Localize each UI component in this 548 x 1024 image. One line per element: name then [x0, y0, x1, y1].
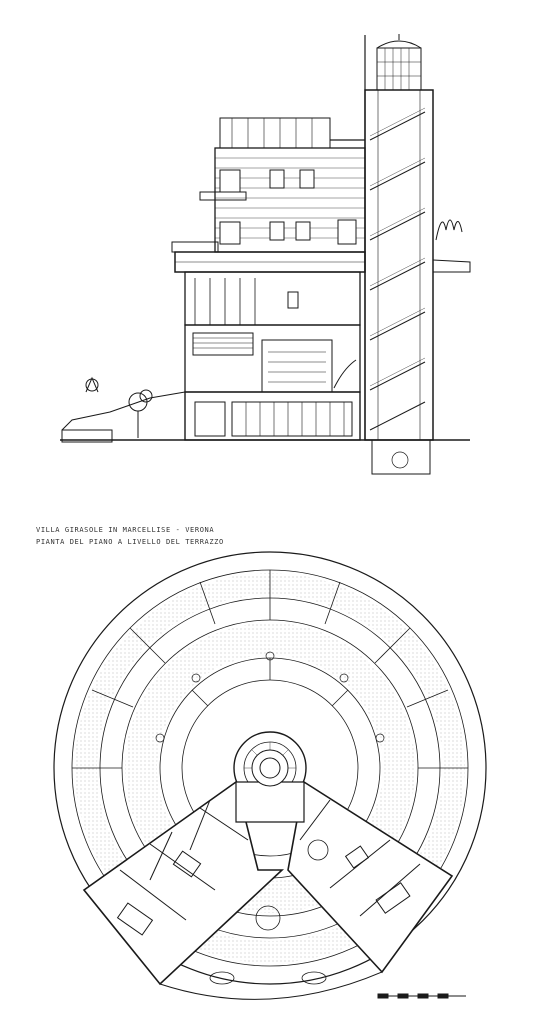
- lantern-dome: [376, 40, 422, 49]
- plan-drawing: VILLA GIRASOLE IN MARCELLISE - VERONA PI…: [0, 500, 548, 1024]
- top-window-1: [219, 169, 241, 193]
- right-terrace: [432, 259, 471, 273]
- top-window-7: [337, 219, 357, 245]
- plan-caption-title: VILLA GIRASOLE IN MARCELLISE - VERONA: [36, 526, 215, 534]
- top-window-3: [299, 169, 315, 189]
- central-hall: [235, 781, 305, 823]
- section-drawing: [0, 0, 548, 500]
- tower-lantern: [376, 47, 422, 91]
- middle-stair-box: [192, 332, 254, 356]
- plan-svg: [53, 551, 487, 1000]
- upper-floor: [184, 271, 361, 326]
- plan-caption-subtitle: PIANTA DEL PIANO A LIVELLO DEL TERRAZZO: [36, 538, 224, 546]
- middle-stair-lines: [193, 337, 253, 349]
- tower-stairs: [369, 111, 426, 431]
- left-shrub-stem: [85, 376, 99, 393]
- balcony-1: [199, 191, 247, 201]
- top-window-6: [295, 221, 311, 241]
- balcony-2: [171, 241, 219, 253]
- tower-basement: [371, 439, 431, 475]
- outer-ring: [53, 551, 487, 985]
- section-svg: [60, 34, 471, 475]
- plan-trees: [155, 651, 385, 743]
- middle-curve: [333, 359, 357, 389]
- right-shrub: [435, 219, 463, 241]
- base-floor: [184, 391, 361, 441]
- left-pool: [61, 429, 113, 443]
- right-wing-walls: [299, 799, 421, 917]
- roof-rail: [231, 118, 313, 148]
- lantern-grid: [377, 48, 421, 90]
- planter-left: [209, 971, 235, 985]
- top-window-4: [219, 221, 241, 245]
- middle-hall-steps: [268, 351, 326, 383]
- upper-window: [287, 291, 299, 309]
- tower-stair-rails: [369, 107, 426, 387]
- radial-dividers: [72, 570, 468, 769]
- top-window-2: [269, 169, 285, 189]
- front-fountain: [255, 905, 281, 931]
- base-window-mullions: [245, 402, 345, 436]
- left-wing-walls: [116, 799, 249, 936]
- base-door: [194, 401, 226, 437]
- middle-hall: [261, 339, 333, 393]
- left-terrain: [61, 391, 186, 431]
- base-window-band: [231, 401, 353, 437]
- upper-columns: [194, 278, 256, 325]
- left-shrub: [85, 378, 99, 392]
- top-window-5: [269, 221, 285, 241]
- left-tree: [128, 389, 153, 438]
- planter-right: [301, 971, 327, 985]
- wing-left: [82, 780, 285, 986]
- scale-bar: [377, 993, 466, 999]
- front-terrace-edge: [159, 971, 383, 1000]
- planting-band-inner: [125, 623, 415, 913]
- roof-parapet: [219, 117, 331, 149]
